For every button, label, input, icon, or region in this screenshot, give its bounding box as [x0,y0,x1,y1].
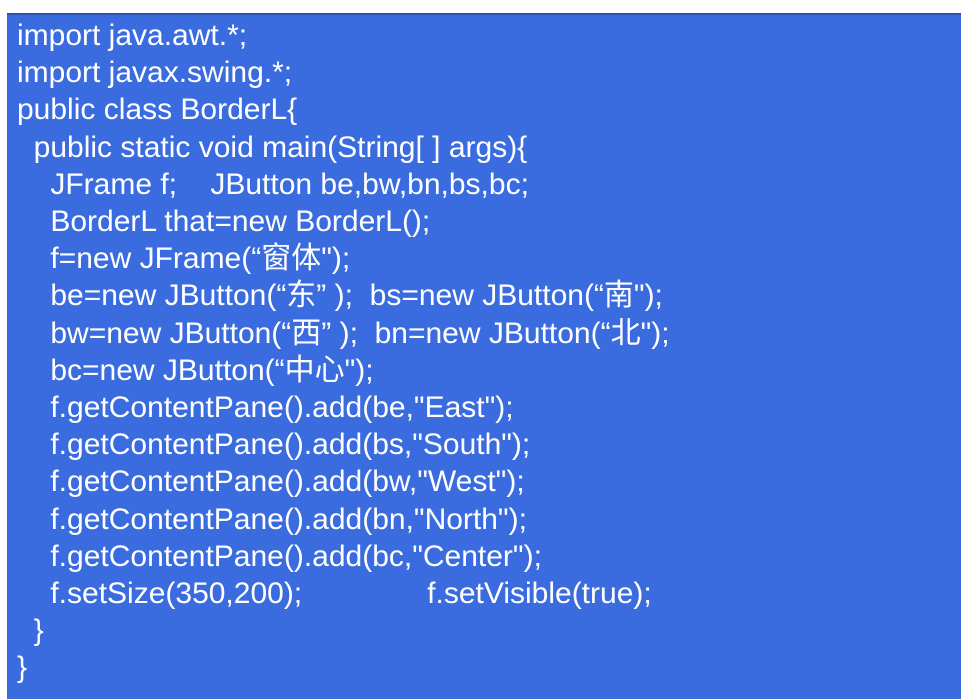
code-line: f.getContentPane().add(bc,"Center"); [17,539,542,573]
code-line: import javax.swing.*; [17,56,293,90]
code-line: } [17,651,28,685]
code-block: import java.awt.*;import javax.swing.*;p… [17,17,961,687]
code-line: JFrame f; JButton be,bw,bn,bs,bc; [17,167,529,201]
code-line: f.getContentPane().add(bn,"North"); [17,502,527,536]
code-line: public static void main(String[ ] args){ [17,130,528,164]
code-line: public class BorderL{ [17,93,298,127]
code-line: bw=new JButton(“西” ); bn=new JButton(“北"… [17,316,670,350]
code-line: import java.awt.*; [17,19,248,52]
code-line: f.getContentPane().add(be,"East"); [17,391,514,425]
code-line: bc=new JButton(“中心"); [17,353,374,387]
code-line: } [17,614,44,648]
code-line: f.getContentPane().add(bw,"West"); [17,465,525,499]
code-line: f=new JFrame(“窗体"); [17,242,351,276]
code-line: be=new JButton(“东” ); bs=new JButton(“南"… [17,279,663,313]
code-line: f.getContentPane().add(bs,"South"); [17,428,531,462]
code-panel: import java.awt.*;import javax.swing.*;p… [7,13,961,699]
code-line: f.setSize(350,200); f.setVisible(true); [17,577,652,611]
code-line: BorderL that=new BorderL(); [17,205,431,239]
